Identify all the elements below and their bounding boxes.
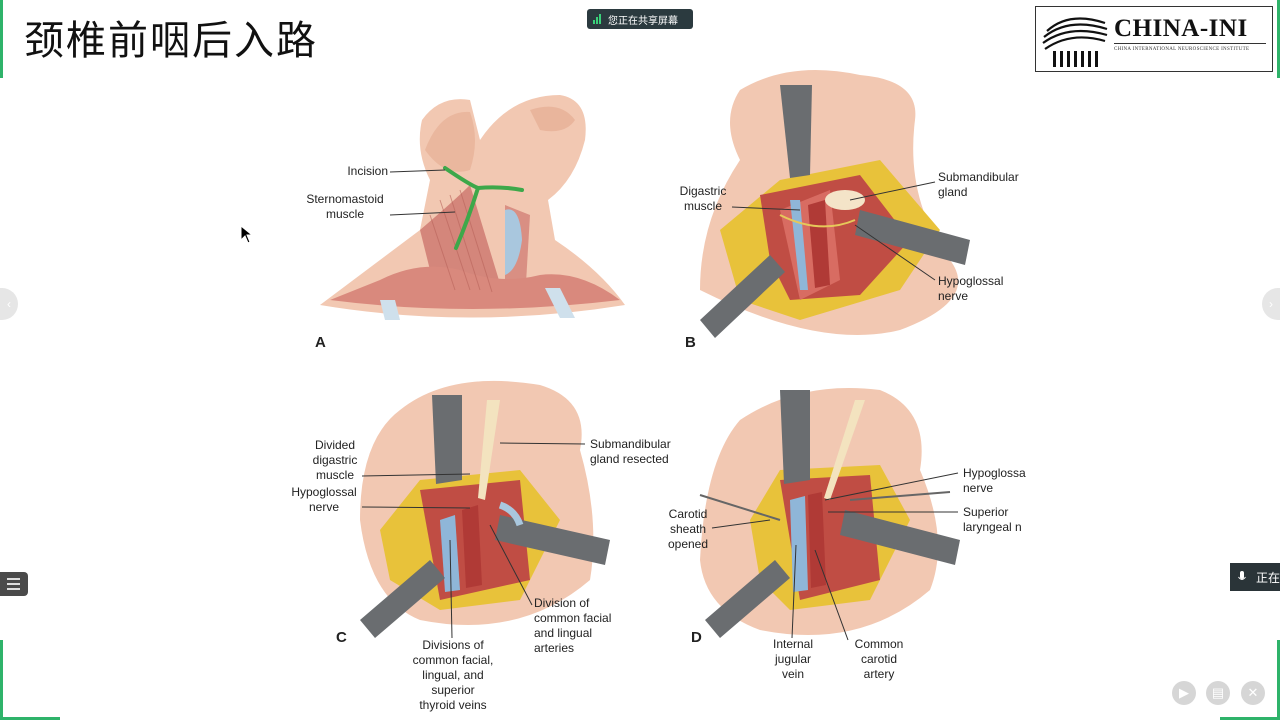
label-hypoglossal-nerve-b: Hypoglossal nerve <box>938 274 1004 303</box>
frame-accent-bottom-right-h <box>1220 717 1280 720</box>
logo-rule <box>1114 43 1266 44</box>
label-common-carotid-artery: Common carotid artery <box>854 637 904 681</box>
frame-accent-bottom-left <box>0 640 3 720</box>
chevron-right-icon: › <box>1269 297 1273 311</box>
label-incision: Incision <box>347 164 388 178</box>
label-carotid-sheath-opened: Carotid sheath opened <box>667 507 709 551</box>
panel-b-illustration <box>700 70 970 338</box>
logo-name: CHINA-INI <box>1114 15 1248 42</box>
mouse-cursor-icon <box>240 225 254 244</box>
label-hypoglossal-nerve-d: Hypoglossa nerve <box>963 466 1026 495</box>
close-button[interactable]: ✕ <box>1241 681 1265 705</box>
frame-accent-top-right <box>1277 0 1280 78</box>
panel-letter-d: D <box>691 629 702 646</box>
label-submandibular-gland: Submandibular gland <box>938 170 1019 199</box>
list-icon <box>7 578 20 580</box>
panel-a-illustration <box>320 95 625 320</box>
screen-share-text: 您正在共享屏幕 <box>608 15 678 27</box>
label-internal-jugular-vein: Internal jugular vein <box>772 637 814 681</box>
previous-page-button[interactable]: ‹ <box>0 288 18 320</box>
microphone-icon <box>1238 571 1246 580</box>
label-submandibular-gland-resected: Submandibular gland resected <box>590 437 671 466</box>
label-digastric-muscle: Digastric muscle <box>679 184 727 213</box>
frame-accent-top-left <box>0 0 3 78</box>
brain-logo-icon <box>1042 17 1108 67</box>
next-page-button[interactable]: › <box>1262 288 1280 320</box>
caption-icon: ▤ <box>1211 685 1225 700</box>
china-ini-logo: CHINA-INI CHINA INTERNATIONAL NEUROSCIEN… <box>1035 6 1273 72</box>
close-icon: ✕ <box>1247 685 1259 700</box>
volume-button[interactable]: ▶ <box>1172 681 1196 705</box>
label-division-of-arteries: Division of common facial and lingual ar… <box>534 596 612 655</box>
frame-accent-bottom-right <box>1277 640 1280 720</box>
caption-button[interactable]: ▤ <box>1206 681 1230 705</box>
voice-status-tab[interactable]: 正在 <box>1230 563 1280 591</box>
panel-letter-c: C <box>336 629 347 646</box>
logo-subtitle: CHINA INTERNATIONAL NEUROSCIENCE INSTITU… <box>1114 47 1250 52</box>
label-superior-laryngeal-nerve: Superior laryngeal n <box>963 505 1022 534</box>
voice-status-text: 正在 <box>1256 570 1280 585</box>
frame-accent-bottom-left-h <box>0 717 60 720</box>
outline-list-button[interactable] <box>0 572 28 596</box>
label-hypoglossal-nerve-c: Hypoglossal nerve <box>291 485 357 514</box>
panel-d-illustration <box>699 388 960 638</box>
chevron-left-icon: ‹ <box>7 297 11 311</box>
panel-letter-b: B <box>685 334 696 351</box>
screen-share-status[interactable]: 您正在共享屏幕 <box>587 9 693 29</box>
panel-letter-a: A <box>315 334 326 351</box>
label-divided-digastric-muscle: Divided digastric muscle <box>312 438 358 482</box>
panel-c-illustration <box>360 380 610 638</box>
label-divisions-of-veins: Divisions of common facial, lingual, and… <box>412 638 494 712</box>
label-sternomastoid-muscle: Sternomastoid muscle <box>306 192 384 221</box>
signal-icon <box>593 14 601 24</box>
slide-title: 颈椎前咽后入路 <box>24 18 318 64</box>
speaker-icon: ▶ <box>1179 685 1189 700</box>
